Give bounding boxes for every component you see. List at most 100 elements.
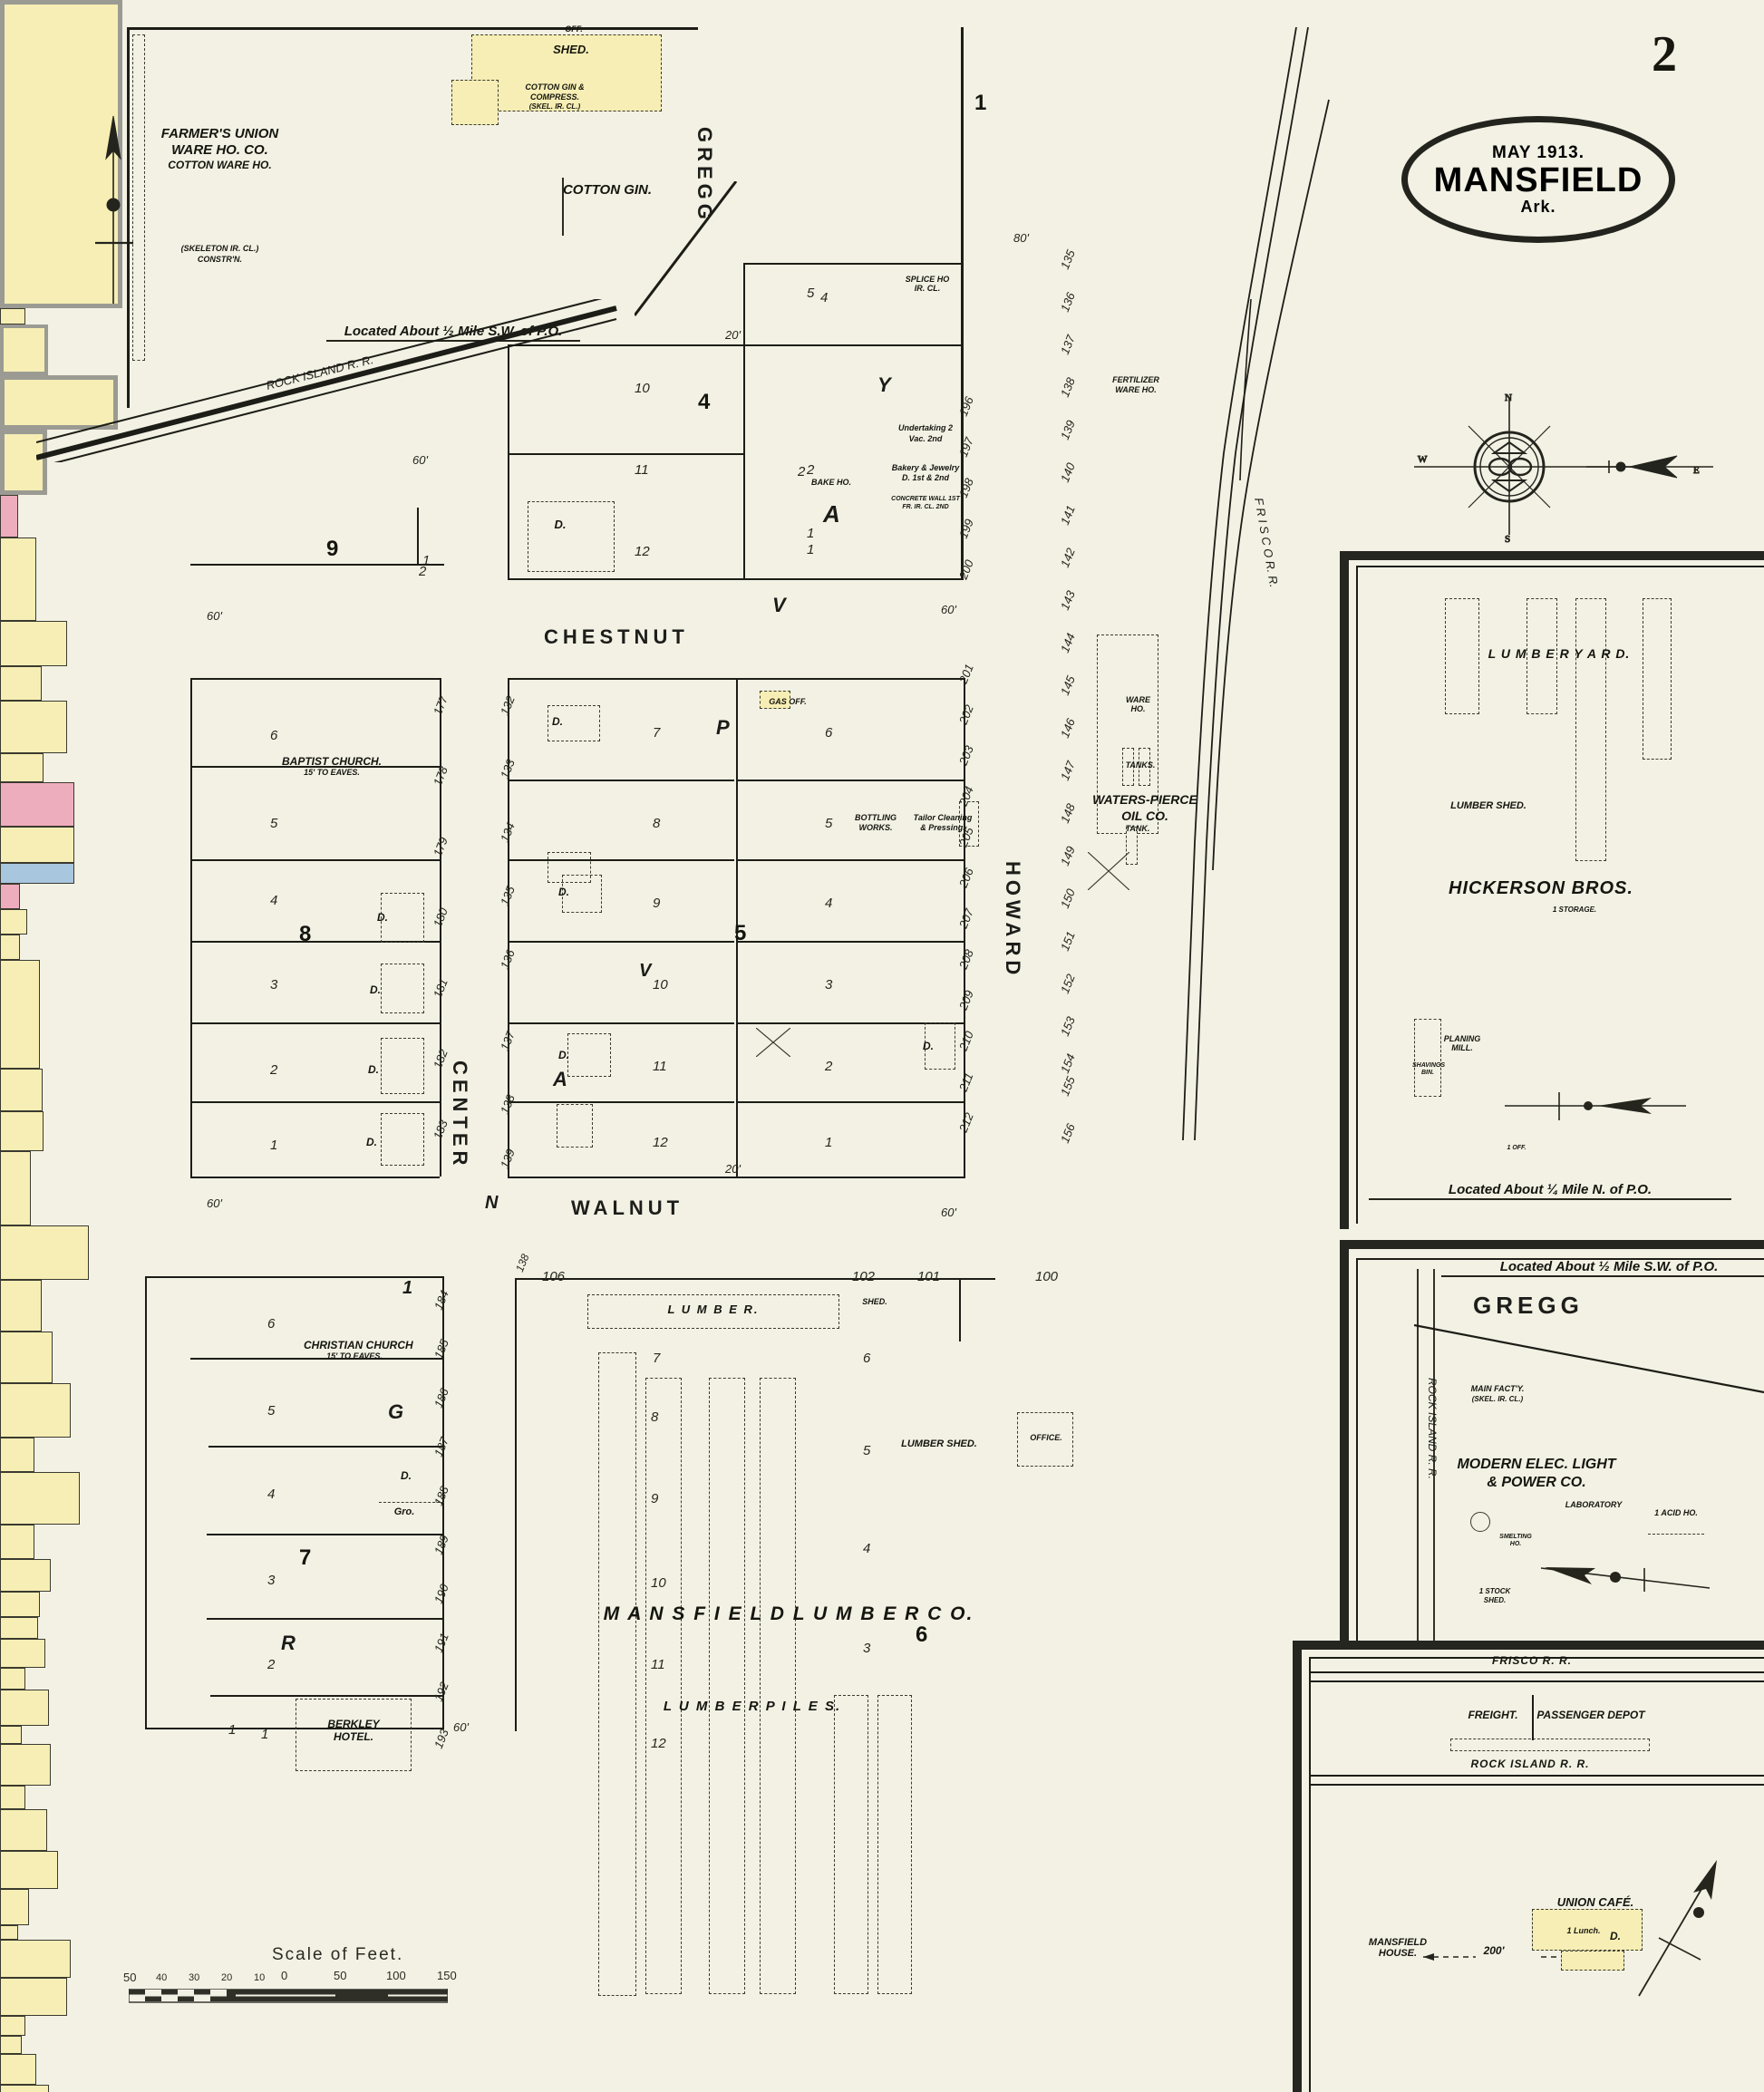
dimension-20ft: 20' xyxy=(725,328,741,342)
building-oil-warehouse xyxy=(0,1069,43,1111)
svg-text:136: 136 xyxy=(1058,290,1078,314)
lumberyard-edge xyxy=(515,1278,517,1731)
lot-number-1: 1 xyxy=(422,553,431,568)
svg-text:199: 199 xyxy=(956,517,976,540)
lot-line xyxy=(508,344,509,580)
building-oil-tank-house xyxy=(0,1151,31,1225)
lumber-number: 100 xyxy=(1035,1269,1059,1284)
lot-number: 7 xyxy=(653,725,661,741)
lot-line xyxy=(508,453,743,455)
svg-text:210: 210 xyxy=(955,1029,976,1053)
building-tiny xyxy=(0,1726,22,1744)
dwelling-outline xyxy=(567,1033,611,1077)
building-small xyxy=(0,666,42,701)
panel-border-left xyxy=(1340,551,1349,1229)
lot-line xyxy=(736,941,964,943)
building-tiny xyxy=(0,1786,25,1809)
block-edge xyxy=(442,1276,444,1729)
main-factory-label-2: (SKEL. IR. CL.) xyxy=(1471,1395,1524,1403)
bake-house-label: BAKE HO. xyxy=(810,478,851,487)
block-edge xyxy=(145,1276,147,1729)
lot-number: 4 xyxy=(267,1487,276,1502)
lot-number-1: 1 xyxy=(807,542,815,557)
state-name: Ark. xyxy=(1520,197,1556,216)
building-dwelling xyxy=(0,701,67,753)
block-edge xyxy=(145,1728,444,1729)
letter-code-A2: A xyxy=(553,1068,568,1090)
svg-text:W: W xyxy=(1418,454,1428,465)
page-number: 2 xyxy=(1652,26,1677,82)
lot-number: 5 xyxy=(863,1443,871,1458)
lot-number: 5 xyxy=(807,286,815,301)
lot-marker-1: 1 xyxy=(402,1278,413,1298)
hickerson-bros-name: HICKERSON BROS. xyxy=(1449,878,1633,898)
baptist-church-note: 15' TO EAVES. xyxy=(304,768,360,777)
distance-marker-label: 200' xyxy=(1483,1944,1505,1957)
lot-number: 5 xyxy=(270,816,278,831)
lot-number: 12 xyxy=(635,544,650,559)
dwelling-outline xyxy=(381,893,424,943)
lot-line xyxy=(207,1618,444,1620)
mansfield-lumber-shed-label: LUMBER SHED. xyxy=(901,1438,977,1449)
union-cafe-name: UNION CAFÉ. xyxy=(1556,1895,1634,1909)
farmers-union-label-2: WARE HO. CO. xyxy=(171,142,268,158)
svg-text:192: 192 xyxy=(431,1680,451,1703)
block-number-4: 4 xyxy=(698,390,711,414)
lot-line xyxy=(190,1101,440,1103)
svg-text:135: 135 xyxy=(498,884,518,907)
lot-number: 3 xyxy=(863,1641,871,1656)
dwelling-code: D. xyxy=(401,1469,412,1482)
splice-house-label-1: SPLICE HO xyxy=(905,275,950,284)
building-gas-office-rear xyxy=(0,1889,29,1925)
block-edge xyxy=(964,678,965,1177)
letter-code-G: G xyxy=(388,1400,404,1423)
smelting-house-label-2: HO. xyxy=(1509,1541,1522,1547)
scale-caption: Scale of Feet. xyxy=(272,1945,404,1964)
svg-text:191: 191 xyxy=(431,1631,451,1654)
block-edge xyxy=(417,508,419,564)
svg-text:149: 149 xyxy=(1058,844,1078,867)
svg-text:N: N xyxy=(1505,392,1512,403)
lot-number-4-blk1: 4 xyxy=(820,290,829,305)
well-circle-icon xyxy=(1470,1512,1490,1532)
christian-church-note: 15' TO EAVES. xyxy=(326,1351,383,1361)
panel-inner-line xyxy=(1356,566,1358,1224)
panel-inner-line xyxy=(1356,566,1764,567)
hickerson-lumber-yard-label: L U M B E R Y A R D. xyxy=(1488,646,1631,661)
hickerson-office-label: 1 OFF. xyxy=(1507,1145,1527,1151)
svg-text:202: 202 xyxy=(955,702,976,727)
svg-text:140: 140 xyxy=(1058,460,1078,484)
svg-text:138: 138 xyxy=(498,1092,518,1116)
shavings-bin-label-1: SHAVINGS xyxy=(1412,1062,1446,1069)
main-factory-label-1: MAIN FACT'Y. xyxy=(1470,1384,1525,1393)
lot-line xyxy=(736,859,964,861)
fertilizer-label-1: FERTILIZER xyxy=(1112,375,1159,384)
building-dwelling xyxy=(0,1332,53,1383)
gregg-street-numbers-lower: 155 156 xyxy=(1052,1070,1088,1169)
svg-text:185: 185 xyxy=(431,1337,451,1361)
scale-tick: 100 xyxy=(386,1969,406,1982)
svg-text:206: 206 xyxy=(955,866,976,890)
oil-shed-x-mark xyxy=(1087,851,1130,891)
gas-office-annex xyxy=(760,691,790,709)
title-cartouche: MAY 1913. MANSFIELD Ark. xyxy=(1401,116,1675,243)
lot-line xyxy=(190,678,440,680)
dwelling-code: D. xyxy=(923,1040,934,1052)
svg-text:201: 201 xyxy=(955,662,975,686)
building-undertaking xyxy=(0,782,74,827)
scale-tick: 50 xyxy=(334,1969,347,1982)
lot-line xyxy=(743,263,961,265)
lot-number: 8 xyxy=(653,816,661,831)
building-baptist-church xyxy=(0,1225,89,1280)
lot-number: 10 xyxy=(635,381,650,396)
acid-house-divider xyxy=(1648,1534,1704,1535)
dwelling-outline xyxy=(528,501,615,572)
berkley-hotel-label-1: BERKLEY xyxy=(327,1718,380,1730)
direction-arrow-power-panel xyxy=(1532,1552,1713,1595)
lot-number: 5 xyxy=(267,1403,276,1419)
dwelling-outline xyxy=(381,964,424,1013)
gin-lower-shed-b xyxy=(0,621,67,666)
rock-island-track-1 xyxy=(1309,1775,1764,1777)
block-edge xyxy=(127,27,698,30)
building-concrete-wall xyxy=(0,863,74,884)
